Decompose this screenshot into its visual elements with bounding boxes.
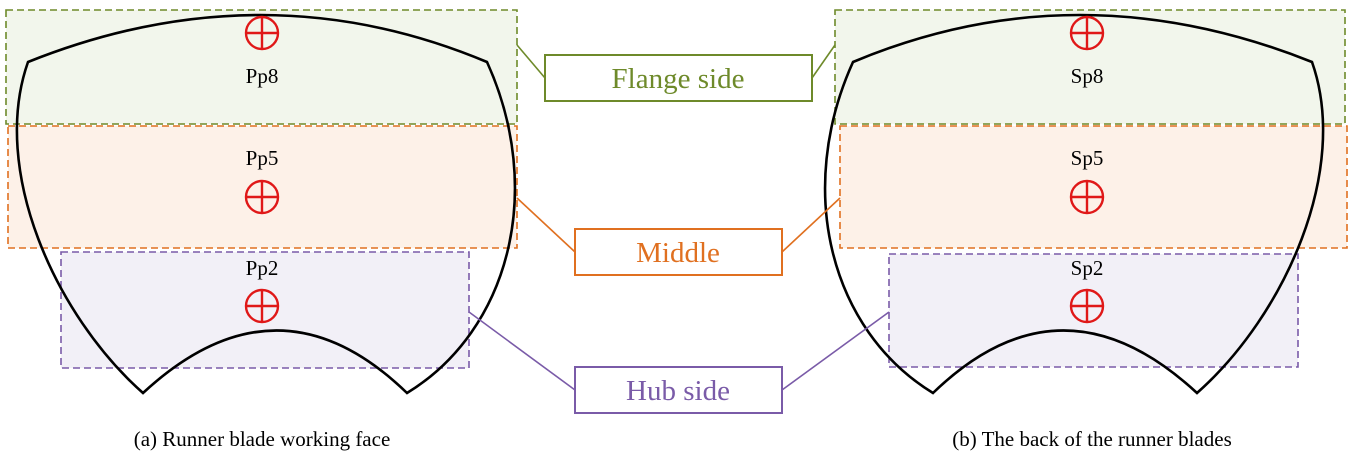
- right-middle-region: [839, 125, 1348, 249]
- flange-connector-left: [516, 44, 546, 79]
- hub-connector-left: [468, 311, 576, 391]
- middle-label: Middle: [636, 237, 720, 269]
- region-legend: Flange side Middle Hub side: [468, 44, 890, 414]
- crosshair-circle-icon: [1069, 15, 1105, 51]
- left-blade-outline: [15, 13, 517, 395]
- right-hub-region: [888, 253, 1299, 368]
- crosshair-circle-icon: [244, 179, 280, 215]
- left-hub-region: [60, 251, 470, 369]
- left-caption: (a) Runner blade working face: [134, 427, 391, 451]
- crosshair-circle-icon: [1069, 288, 1105, 324]
- point-label-pp2: Pp2: [246, 256, 279, 280]
- middle-connector-right: [781, 197, 841, 253]
- right-caption: (b) The back of the runner blades: [952, 427, 1232, 451]
- crosshair-circle-icon: [244, 288, 280, 324]
- crosshair-circle-icon: [1069, 179, 1105, 215]
- right-panel: Sp8 Sp5 Sp2 (b) The back of the runner b…: [823, 9, 1348, 451]
- right-blade-outline: [823, 13, 1325, 395]
- crosshair-circle-icon: [244, 15, 280, 51]
- point-label-pp8: Pp8: [246, 64, 279, 88]
- right-flange-region: [834, 9, 1346, 125]
- middle-box: [574, 228, 783, 276]
- point-label-sp8: Sp8: [1071, 64, 1104, 88]
- hub-side-label: Hub side: [626, 375, 730, 407]
- hub-side-box: [574, 366, 783, 414]
- flange-side-label: Flange side: [612, 63, 745, 95]
- left-panel: Pp8 Pp5 Pp2 (a) Runner blade working fac…: [5, 9, 518, 451]
- point-label-sp5: Sp5: [1071, 146, 1104, 170]
- flange-side-box: [544, 54, 813, 102]
- flange-connector-right: [811, 44, 836, 79]
- middle-connector-left: [516, 197, 576, 253]
- point-label-pp5: Pp5: [246, 146, 279, 170]
- point-label-sp2: Sp2: [1071, 256, 1104, 280]
- hub-connector-right: [781, 311, 890, 391]
